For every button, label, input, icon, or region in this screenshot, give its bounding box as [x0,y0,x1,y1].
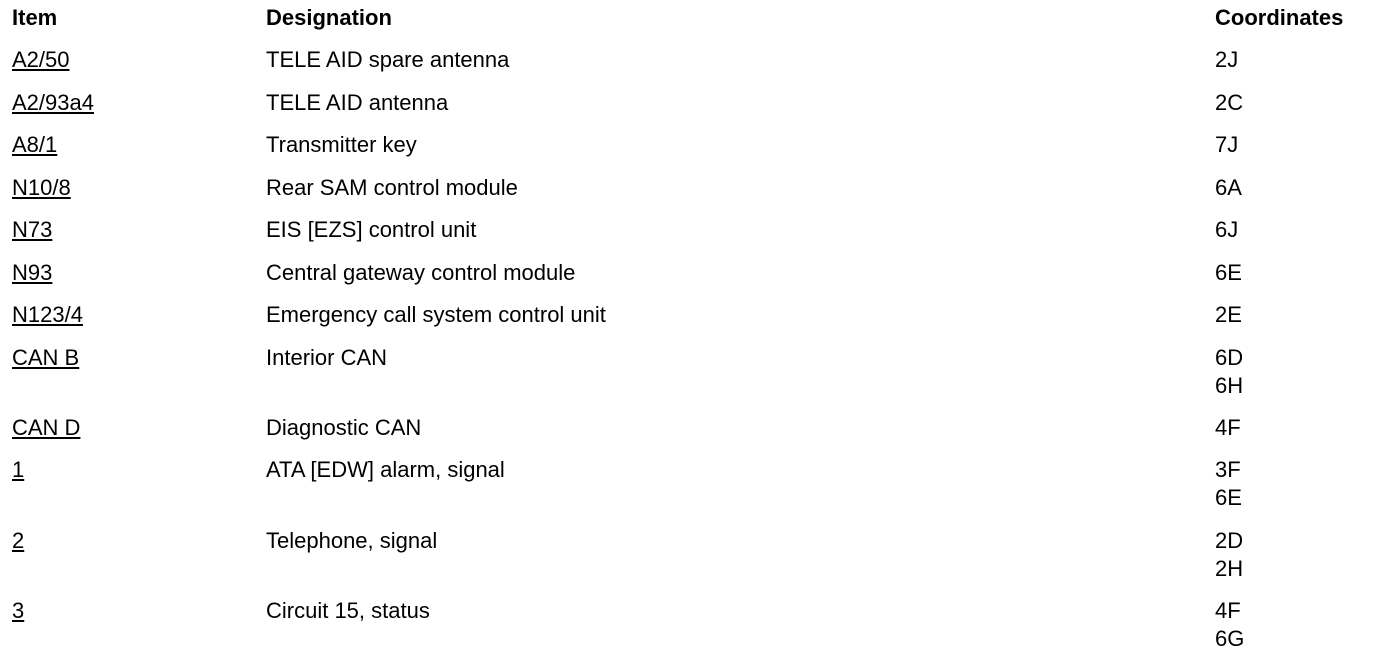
item-link[interactable]: N93 [12,260,53,285]
coordinates-cell: 3F 6E [1215,456,1242,512]
item-link[interactable]: 2 [12,528,25,553]
designation-text: EIS [EZS] control unit [266,217,477,242]
item-link[interactable]: A2/50 [12,47,70,72]
item-link[interactable]: N10/8 [12,175,71,200]
coordinate-value: 4F [1215,598,1241,623]
coordinate-value: 6J [1215,217,1239,242]
header-designation: Designation [266,5,392,30]
coordinate-value: 3F [1215,457,1241,482]
coordinate-value: 6D [1215,345,1244,370]
coordinates-cell: 4F 6G [1215,597,1244,653]
coordinate-value: 2H [1215,556,1244,581]
designation-text: ATA [EDW] alarm, signal [266,457,505,482]
designation-text: TELE AID antenna [266,90,449,115]
item-link[interactable]: A8/1 [12,132,58,157]
header-item: Item [12,5,58,30]
designation-text: Interior CAN [266,345,388,370]
coordinates-cell: 6J [1215,216,1238,244]
designation-text: Emergency call system control unit [266,302,606,327]
header-coordinates: Coordinates [1215,5,1344,30]
item-link[interactable]: N73 [12,217,53,242]
coordinates-cell: 2C [1215,89,1243,117]
coordinate-value: 4F [1215,415,1241,440]
coordinates-cell: 7J [1215,131,1238,159]
coordinates-cell: 2D 2H [1215,527,1243,583]
coordinate-value: 6A [1215,175,1242,200]
item-link[interactable]: 1 [12,457,25,482]
coordinates-cell: 4F [1215,414,1241,442]
item-link[interactable]: CAN B [12,345,80,370]
designation-text: Circuit 15, status [266,598,430,623]
item-link[interactable]: CAN D [12,415,81,440]
item-link[interactable]: 3 [12,598,25,623]
coordinates-cell: 2J [1215,46,1238,74]
designation-text: Transmitter key [266,132,417,157]
designation-text: Rear SAM control module [266,175,518,200]
coordinate-value: 6G [1215,626,1245,651]
designation-text: TELE AID spare antenna [266,47,510,72]
coordinate-value: 2J [1215,47,1239,72]
coordinate-value: 2E [1215,302,1242,327]
table-header: Item Designation Coordinates [0,4,1392,34]
coordinate-value: 6E [1215,260,1242,285]
item-link[interactable]: A2/93a4 [12,90,94,115]
coordinates-cell: 2E [1215,301,1242,329]
coordinate-value: 2C [1215,90,1244,115]
designation-text: Central gateway control module [266,260,576,285]
coordinates-cell: 6A [1215,174,1242,202]
coordinates-cell: 6E [1215,259,1242,287]
coordinate-value: 6H [1215,373,1244,398]
coordinate-value: 7J [1215,132,1239,157]
designation-text: Telephone, signal [266,528,438,553]
coordinate-value: 6E [1215,485,1242,510]
item-link[interactable]: N123/4 [12,302,83,327]
coordinates-cell: 6D 6H [1215,344,1243,400]
designation-text: Diagnostic CAN [266,415,422,440]
coordinate-value: 2D [1215,528,1244,553]
